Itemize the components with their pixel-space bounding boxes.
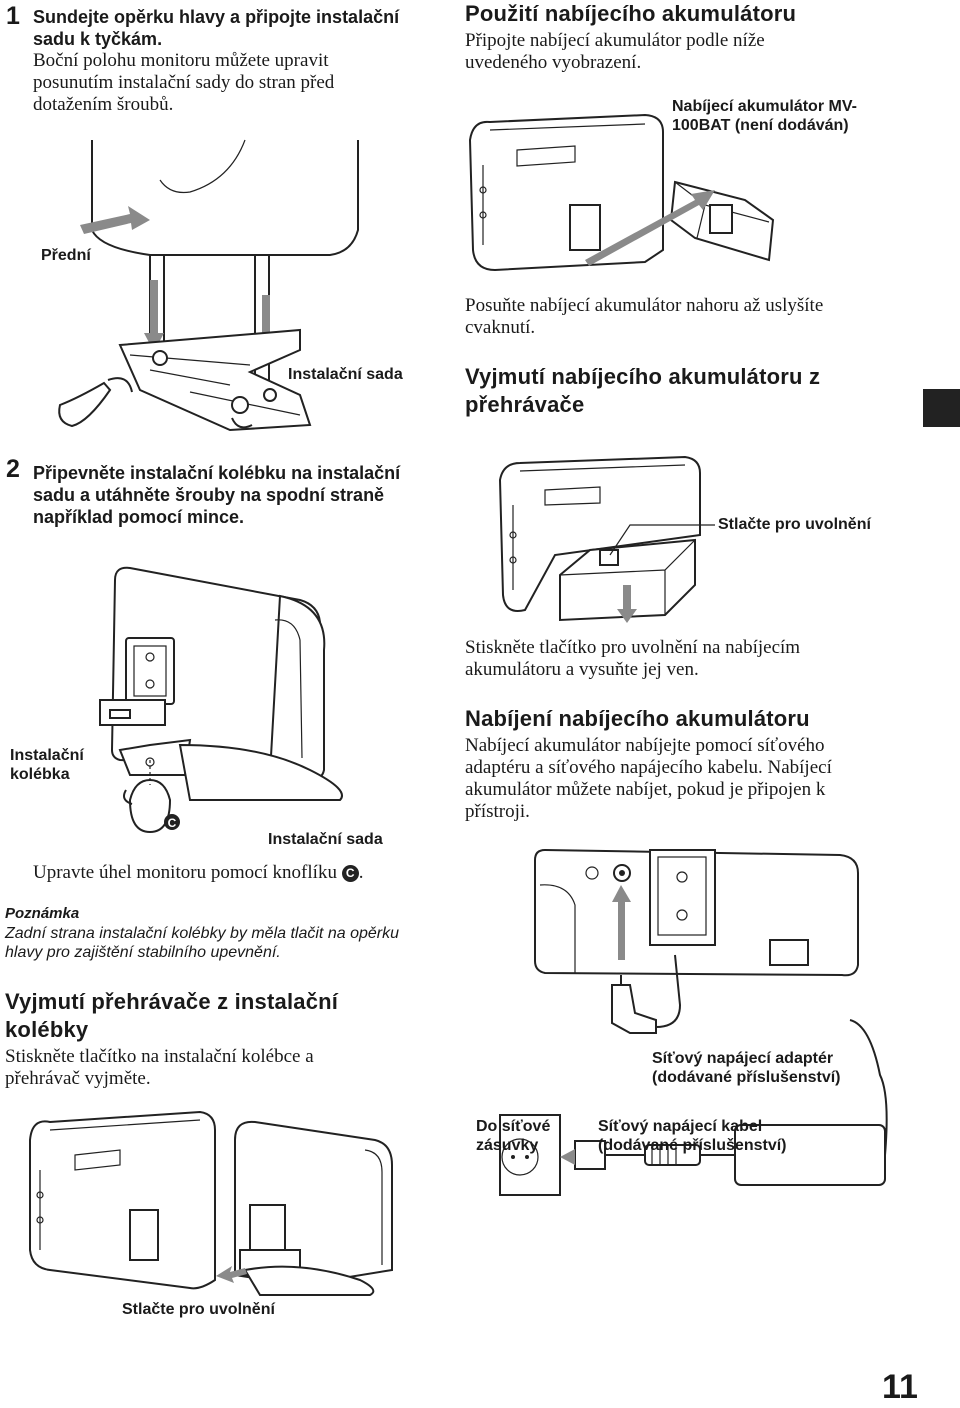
use-battery-body: Připojte nabíjecí akumulátor podle níže …	[465, 30, 765, 73]
label-press-release-battery: Stlačte pro uvolnění	[718, 516, 871, 533]
charge-battery-heading: Nabíjení nabíjecího akumulátoru	[465, 706, 810, 731]
step-1-body: Boční polohu monitoru můžete upravit pos…	[33, 50, 335, 115]
knob-c-marker: C	[168, 816, 177, 830]
page-number: 11	[882, 1368, 918, 1406]
step-1-number: 1	[6, 2, 20, 30]
label-to-outlet: Do síťové zásuvky	[476, 1118, 551, 1154]
label-press-release-cradle: Stlačte pro uvolnění	[122, 1301, 275, 1318]
headrest-kit-illustration	[58, 139, 359, 432]
adjust-angle-period: .	[358, 862, 364, 883]
label-front: Přední	[41, 247, 91, 264]
remove-player-heading: Vyjmutí přehrávače z instalační kolébky	[5, 989, 339, 1042]
label-battery-model: Nabíjecí akumulátor MV-100BAT (není dodá…	[672, 98, 857, 134]
use-battery-heading: Použití nabíjecího akumulátoru	[465, 1, 797, 26]
knob-c-badge: C	[341, 865, 359, 882]
note-heading: Poznámka	[5, 905, 80, 922]
adjust-angle-text: Upravte úhel monitoru pomocí knoflíku C.	[33, 862, 363, 884]
label-install-cradle: Instalační kolébka	[10, 747, 84, 783]
label-install-kit-1: Instalační sada	[288, 366, 403, 383]
step-2-title: Připevněte instalační kolébku na instala…	[33, 463, 401, 527]
section-tab-marker	[923, 389, 960, 427]
charge-battery-body: Nabíjecí akumulátor nabíjejte pomocí síť…	[465, 735, 832, 822]
slide-battery-text: Posuňte nabíjecí akumulátor nahoru až us…	[465, 295, 824, 338]
step-2-number: 2	[6, 455, 20, 483]
label-power-cable: Síťový napájecí kabel (dodávané přísluše…	[598, 1118, 787, 1154]
label-ac-adapter: Síťový napájecí adaptér (dodávané příslu…	[652, 1050, 841, 1086]
battery-attach-illustration	[468, 113, 775, 272]
remove-battery-heading: Vyjmutí nabíjecího akumulátoru z přehráv…	[465, 364, 821, 417]
remove-battery-body: Stiskněte tlačítko pro uvolnění na nabíj…	[465, 637, 801, 680]
step-1-text: Sundejte opěrku hlavy a připojte instala…	[33, 6, 403, 116]
player-removal-illustration	[29, 1110, 393, 1296]
label-install-kit-2: Instalační sada	[268, 831, 383, 848]
adjust-angle-label: Upravte úhel monitoru pomocí knoflíku	[33, 862, 337, 883]
charging-illustration	[499, 848, 888, 1196]
cradle-illustration: C	[99, 566, 343, 834]
remove-player-body: Stiskněte tlačítko na instalační kolébce…	[5, 1046, 314, 1089]
battery-removal-illustration	[498, 455, 715, 623]
note-text: Zadní strana instalační kolébky by měla …	[5, 925, 399, 961]
step-1-title: Sundejte opěrku hlavy a připojte instala…	[33, 7, 400, 49]
